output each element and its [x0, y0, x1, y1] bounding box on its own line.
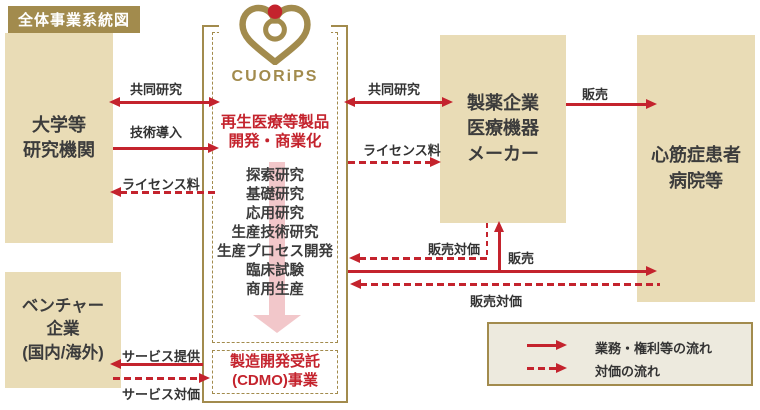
diagram-title-badge: 全体事業系統図 — [8, 6, 141, 33]
arrow-label-license-fee-left: ライセンス料 — [122, 177, 200, 192]
venture-label-line: (国内/海外) — [22, 343, 104, 362]
venture-box: ベンチャー 企業 (国内/海外) — [5, 272, 121, 388]
sales-fee-lower-arrow — [360, 283, 660, 286]
pharma-label-line: 製薬企業 — [467, 93, 539, 114]
rd-commercialization-title: 再生医療等製品 開発・商業化 — [204, 113, 346, 152]
pipeline-item: 生産プロセス開発 — [217, 244, 333, 260]
sales-top-arrow — [566, 103, 648, 106]
sales-mid-arrow-branch-up — [498, 230, 501, 272]
tech-transfer-arrow — [113, 147, 209, 150]
pipeline-item: 臨床試験 — [246, 263, 304, 279]
arrow-label-sales-fee-lower: 販売対価 — [470, 294, 523, 309]
arrow-label-service-fee: サービス対価 — [122, 387, 201, 402]
pipeline-item: 応用研究 — [246, 206, 304, 222]
rd-title-line: 開発・商業化 — [228, 133, 322, 151]
heart-icon — [239, 4, 311, 67]
venture-label-line: 企業 — [46, 320, 80, 339]
arrow-label-service-provide: サービス提供 — [122, 349, 201, 364]
arrowhead-right-icon — [556, 363, 567, 373]
arrowhead-left-icon — [350, 279, 361, 289]
joint-research-right-arrow — [354, 101, 444, 104]
license-fee-right-arrow — [348, 161, 432, 164]
sales-fee-upper-arrow-vertical — [486, 223, 488, 259]
venture-label-line: ベンチャー — [21, 297, 105, 316]
university-box: 大学等 研究機関 — [5, 33, 113, 243]
legend-item-solid-label: 業務・権利等の流れ — [595, 341, 713, 356]
arrowhead-right-icon — [556, 340, 567, 350]
arrowhead-right-icon — [208, 143, 219, 153]
rd-title-line: 再生医療等製品 — [220, 114, 330, 131]
arrowhead-left-icon — [110, 359, 121, 369]
arrow-label-joint-research-right: 共同研究 — [368, 82, 421, 97]
red-dot-icon — [267, 4, 283, 19]
arrow-label-joint-research-left: 共同研究 — [130, 82, 183, 97]
pipeline-item: 生産技術研究 — [231, 225, 319, 241]
cdmo-label-line: 製造開発受託 — [229, 353, 320, 371]
arrowhead-left-icon — [109, 97, 120, 107]
cuorips-logo: CUORiPS — [219, 3, 331, 88]
ring-icon — [263, 17, 287, 42]
pharma-box: 製薬企業 医療機器 メーカー — [440, 35, 566, 223]
university-label-line: 研究機関 — [23, 140, 95, 160]
pipeline-item: 探索研究 — [246, 168, 304, 184]
arrowhead-up-icon — [494, 221, 504, 232]
license-fee-left-arrow — [120, 191, 215, 194]
legend-solid-arrow-icon — [527, 344, 557, 347]
arrow-label-sales-mid: 販売 — [508, 251, 535, 266]
pipeline-item: 商用生産 — [246, 282, 304, 298]
arrow-label-tech-transfer: 技術導入 — [130, 125, 183, 140]
arrowhead-right-icon — [646, 266, 657, 276]
arrowhead-right-icon — [442, 97, 453, 107]
university-label-line: 大学等 — [32, 114, 86, 135]
pipeline-flow-arrow-head — [253, 315, 301, 333]
arrow-label-sales-fee-upper: 販売対価 — [428, 242, 481, 257]
arrowhead-right-icon — [199, 373, 210, 383]
arrow-label-sales-top: 販売 — [582, 87, 609, 102]
service-fee-arrow — [113, 377, 199, 380]
legend: 業務・権利等の流れ 対価の流れ — [487, 322, 753, 386]
patients-box: 心筋症患者 病院等 — [637, 35, 755, 302]
pharma-label-line: メーカー — [467, 143, 539, 164]
arrowhead-left-icon — [110, 187, 121, 197]
pipeline-flow-arrow-shaft — [269, 162, 285, 315]
pipeline-stage-list: 探索研究 基礎研究 応用研究 生産技術研究 生産プロセス開発 臨床試験 商用生産 — [204, 167, 346, 300]
arrowhead-left-icon — [344, 97, 355, 107]
arrowhead-right-icon — [209, 97, 220, 107]
brand-name: CUORiPS — [231, 68, 319, 85]
cdmo-box: 製造開発受託 (CDMO)事業 — [212, 350, 338, 394]
sales-fee-upper-arrow — [359, 257, 488, 260]
arrowhead-right-icon — [646, 99, 657, 109]
pipeline-item: 基礎研究 — [246, 187, 304, 203]
center-pipeline-box: CUORiPS 再生医療等製品 開発・商業化 探索研究 基礎研究 応用研究 生産… — [202, 3, 348, 403]
arrowhead-right-icon — [430, 157, 441, 167]
arrow-label-license-fee-right: ライセンス料 — [363, 143, 441, 158]
pharma-label-line: 医療機器 — [467, 118, 539, 139]
joint-research-left-arrow — [119, 101, 211, 104]
legend-item-dashed-label: 対価の流れ — [595, 364, 661, 379]
patients-label-line: 病院等 — [669, 170, 723, 191]
service-provide-arrow — [120, 363, 203, 366]
patients-label-line: 心筋症患者 — [651, 145, 741, 166]
cdmo-label-line: (CDMO)事業 — [232, 372, 318, 389]
arrowhead-left-icon — [349, 253, 360, 263]
legend-dashed-arrow-icon — [527, 367, 557, 370]
